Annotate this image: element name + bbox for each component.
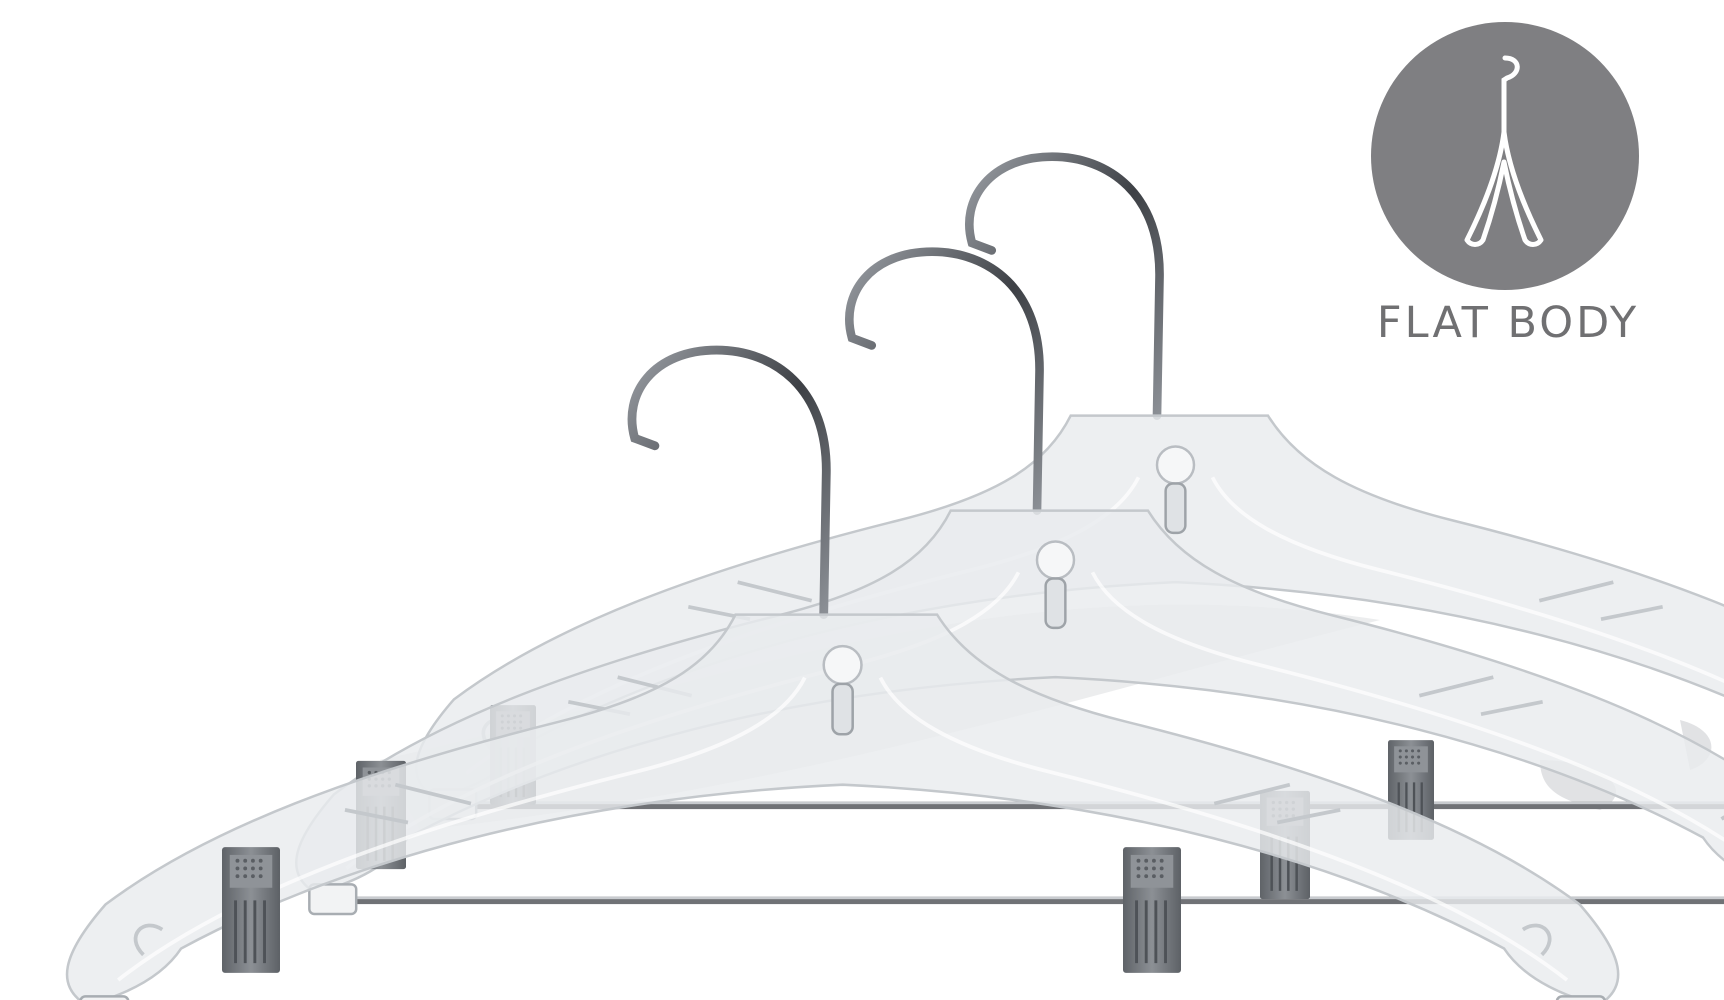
flat-body-badge: FLAT BODY [1358, 22, 1658, 357]
clip-front-right [1121, 845, 1183, 975]
badge-circle [1371, 22, 1639, 290]
clip-front-left [220, 845, 282, 975]
badge-label: FLAT BODY [1376, 298, 1640, 348]
hanger-icon [1464, 55, 1544, 247]
